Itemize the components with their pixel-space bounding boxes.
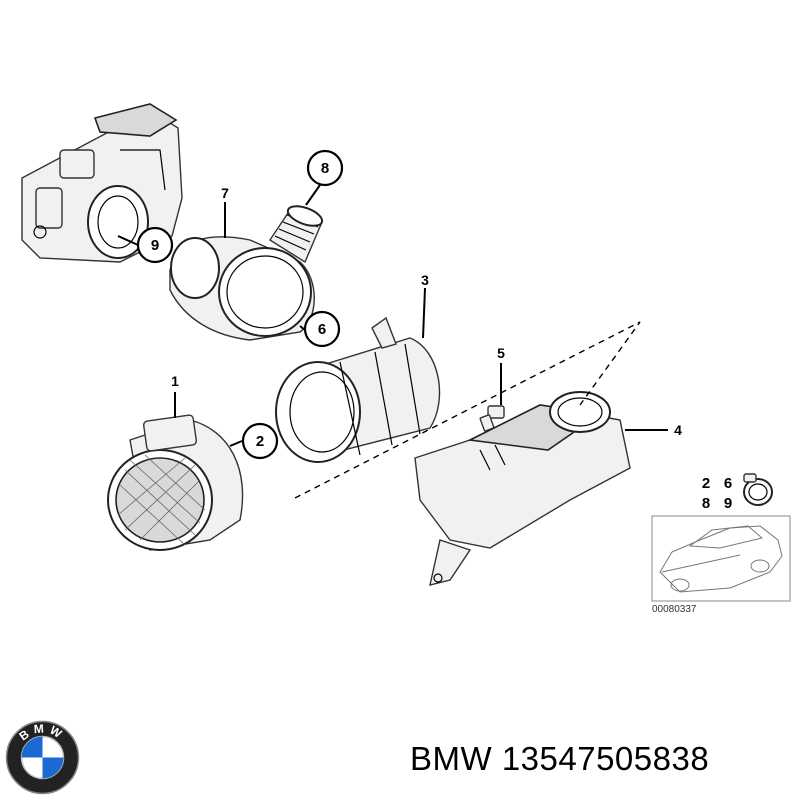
intake-boot-part (169, 236, 315, 341)
callout-4: 4 (674, 422, 682, 438)
throttle-body-part (21, 103, 183, 263)
svg-text:1: 1 (171, 373, 179, 389)
svg-text:9: 9 (724, 495, 732, 512)
part-number-caption: BMW 13547505838 (410, 740, 710, 777)
resonator-part (414, 391, 631, 586)
callout-7: 7 (221, 185, 229, 201)
callout-9: 9 (136, 226, 174, 264)
svg-text:7: 7 (221, 185, 229, 201)
svg-text:2: 2 (256, 433, 264, 450)
corrugated-hose-part (269, 205, 324, 264)
callout-1: 1 (171, 373, 179, 389)
vehicle-reference-box: 00080337 (651, 515, 791, 615)
diagram-code: 00080337 (652, 604, 697, 615)
callout-6: 6 (303, 310, 341, 348)
bmw-logo-icon: BMW (5, 720, 80, 795)
assembly-dashed-line (294, 321, 641, 499)
callout-8: 8 (306, 149, 344, 187)
car-outline-icon (659, 525, 783, 593)
callout-3: 3 (421, 272, 429, 288)
svg-text:3: 3 (421, 272, 429, 288)
callout-5: 5 (497, 345, 505, 361)
svg-text:5: 5 (497, 345, 505, 361)
svg-text:9: 9 (151, 237, 159, 254)
svg-text:6: 6 (318, 321, 326, 338)
intake-duct-part (275, 316, 441, 463)
air-flow-sensor-part (107, 414, 244, 551)
callout-2: 2 (241, 422, 279, 460)
hose-clamp-icon (743, 473, 773, 506)
svg-text:6: 6 (724, 475, 732, 492)
svg-text:8: 8 (321, 160, 329, 177)
svg-text:4: 4 (674, 422, 682, 438)
clamp-legend: 2 6 8 9 (702, 473, 773, 512)
svg-text:2: 2 (702, 475, 710, 492)
leader-lines (117, 184, 668, 447)
svg-text:8: 8 (702, 495, 710, 512)
